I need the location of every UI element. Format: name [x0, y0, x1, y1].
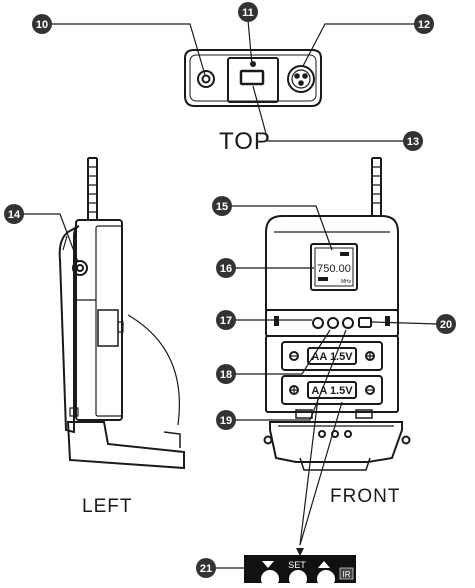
svg-text:11: 11 [242, 7, 254, 19]
svg-text:12: 12 [418, 19, 430, 31]
callout-11: 11 [238, 2, 258, 22]
side-port [72, 260, 88, 276]
svg-text:21: 21 [200, 563, 212, 575]
left-antenna [87, 157, 98, 220]
set-button [327, 317, 339, 329]
left-view-label: LEFT [82, 496, 133, 517]
set-label: SET [288, 560, 306, 570]
rotation-arc [127, 314, 180, 426]
front-battery-door [269, 421, 403, 463]
callout-20: 20 [436, 314, 456, 334]
top-switch-panel [227, 57, 279, 103]
callout-15: 15 [212, 196, 232, 216]
left-body [75, 219, 123, 421]
svg-text:10: 10 [36, 19, 48, 31]
headphone-jack [197, 70, 215, 88]
front-leaders [226, 205, 439, 546]
lcd-frequency: 750.00 [317, 263, 351, 275]
lcd-display [310, 243, 358, 291]
front-antenna [371, 157, 382, 216]
callout-10: 10 [32, 14, 52, 34]
svg-text:17: 17 [220, 315, 232, 327]
down-button [312, 317, 324, 329]
down-arrow-icon [262, 561, 274, 568]
lcd-unit: MHz [341, 279, 352, 285]
top-view [184, 49, 322, 107]
callout-19: 19 [216, 410, 236, 430]
up-arrow-icon [318, 561, 330, 568]
ir-window [358, 317, 372, 328]
battery-label-lower: AA 1.5V [311, 385, 353, 397]
power-switch [239, 69, 265, 86]
front-view [263, 157, 411, 471]
callout-17: 17 [216, 310, 236, 330]
ir-label: IR [343, 570, 351, 579]
left-view [58, 157, 185, 470]
top-leaders [50, 19, 415, 142]
battery-door-open [66, 421, 185, 470]
callout-14: 14 [4, 204, 24, 224]
callout-21: 21 [196, 558, 216, 578]
up-button [342, 317, 354, 329]
control-panel-detail: SET IR [244, 548, 356, 588]
svg-text:13: 13 [407, 136, 419, 148]
svg-text:20: 20 [440, 319, 452, 331]
callout-13: 13 [403, 131, 423, 151]
top-view-label: TOP [219, 128, 271, 155]
battery-label-upper: AA 1.5V [311, 351, 353, 363]
callout-16: 16 [216, 258, 236, 278]
callout-12: 12 [414, 14, 434, 34]
callout-18: 18 [216, 364, 236, 384]
front-upper-case [265, 215, 399, 311]
svg-text:16: 16 [220, 263, 232, 275]
svg-text:18: 18 [220, 369, 232, 381]
left-leaders [20, 213, 79, 263]
front-view-label: FRONT [330, 486, 401, 507]
svg-text:15: 15 [216, 201, 228, 213]
svg-text:19: 19 [220, 415, 232, 427]
button-strip [265, 309, 399, 337]
mini-xlr-input [287, 65, 315, 93]
top-housing [184, 49, 322, 107]
svg-text:14: 14 [8, 209, 21, 221]
